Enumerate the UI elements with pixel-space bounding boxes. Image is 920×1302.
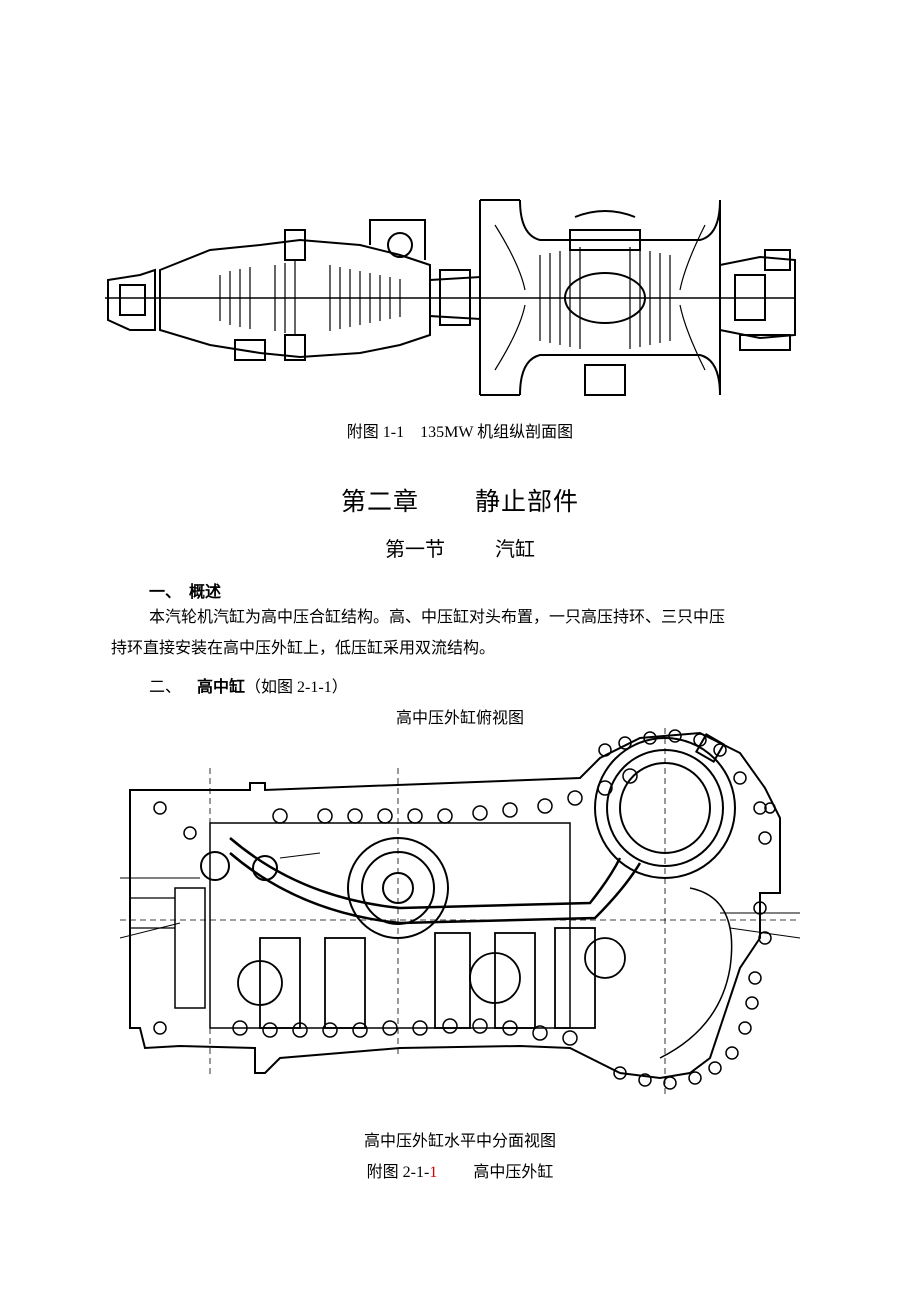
heading-hip-ref: （如图 2-1-1） [245, 679, 348, 696]
hip-outer-casing-drawing [119, 728, 801, 1098]
figure-2-bottom-title: 高中压外缸水平中分面视图 [363, 1133, 556, 1150]
figure-1-caption: 附图 1-1 135MW 机组纵剖面图 [0, 418, 920, 442]
figure-2-top-title: 高中压外缸俯视图 [395, 710, 524, 727]
chapter-number: 第二章 [340, 487, 419, 516]
turbine-section-drawing [105, 199, 796, 396]
heading-hip-title: 高中缸 [197, 677, 246, 696]
chapter-name: 静止部件 [475, 487, 580, 516]
figure-2-caption-number: 1 [429, 1164, 438, 1181]
heading-overview-title: 概述 [189, 582, 222, 601]
section-number: 第一节 [385, 537, 445, 561]
figure-1-caption-text: 135MW 机组纵剖面图 [420, 424, 574, 441]
heading-overview-number: 一、 [149, 582, 182, 601]
heading-overview: 一、 概述 [149, 578, 221, 602]
overview-paragraph-line2: 持环直接安装在高中压外缸上，低压缸采用双流结构。 [111, 640, 496, 657]
figure-2-caption-prefix: 附图 2-1- [366, 1164, 430, 1181]
section-title: 第一节 汽缸 [0, 533, 920, 562]
figure-2-caption-text: 高中压外缸 [473, 1164, 554, 1181]
heading-hip-cylinder: 二、 高中缸（如图 2-1-1） [149, 673, 348, 697]
figure-2-caption: 附图 2-1-1 高中压外缸 [0, 1158, 920, 1182]
section-name: 汽缸 [495, 537, 535, 561]
figure-1-caption-label: 附图 1-1 [346, 424, 405, 441]
chapter-title: 第二章 静止部件 [0, 482, 920, 518]
heading-hip-number: 二、 [149, 679, 182, 696]
overview-paragraph-line1: 本汽轮机汽缸为高中压合缸结构。高、中压缸对头布置，一只高压持环、三只中压 [149, 609, 726, 626]
